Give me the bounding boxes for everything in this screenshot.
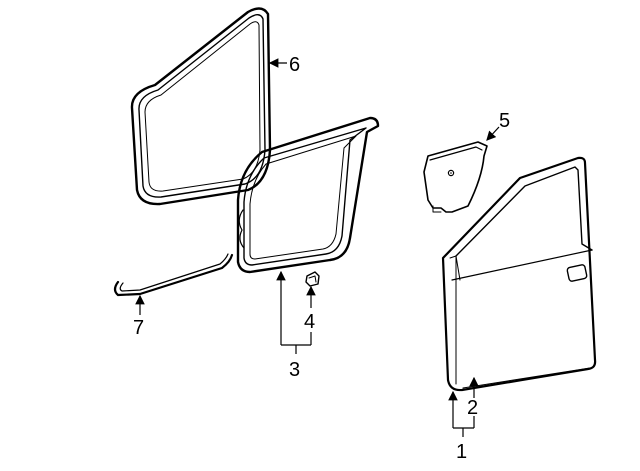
callout-5: 5 [499, 110, 510, 132]
door-handle-pocket-icon [566, 264, 588, 282]
callout-3: 3 [289, 359, 300, 381]
door-weatherstrip [236, 116, 380, 274]
clip [305, 271, 320, 287]
leader-lines [135, 58, 500, 437]
screw-icon [447, 169, 455, 177]
lower-seal [113, 253, 234, 297]
door-shell [441, 156, 597, 392]
callout-2: 2 [467, 397, 478, 419]
callout-6: 6 [289, 54, 300, 76]
callout-1: 1 [456, 441, 467, 463]
access-hole-cover [423, 141, 488, 213]
door-opening-weatherstrip [130, 7, 272, 206]
callout-4: 4 [304, 311, 315, 333]
callout-7: 7 [133, 317, 144, 339]
